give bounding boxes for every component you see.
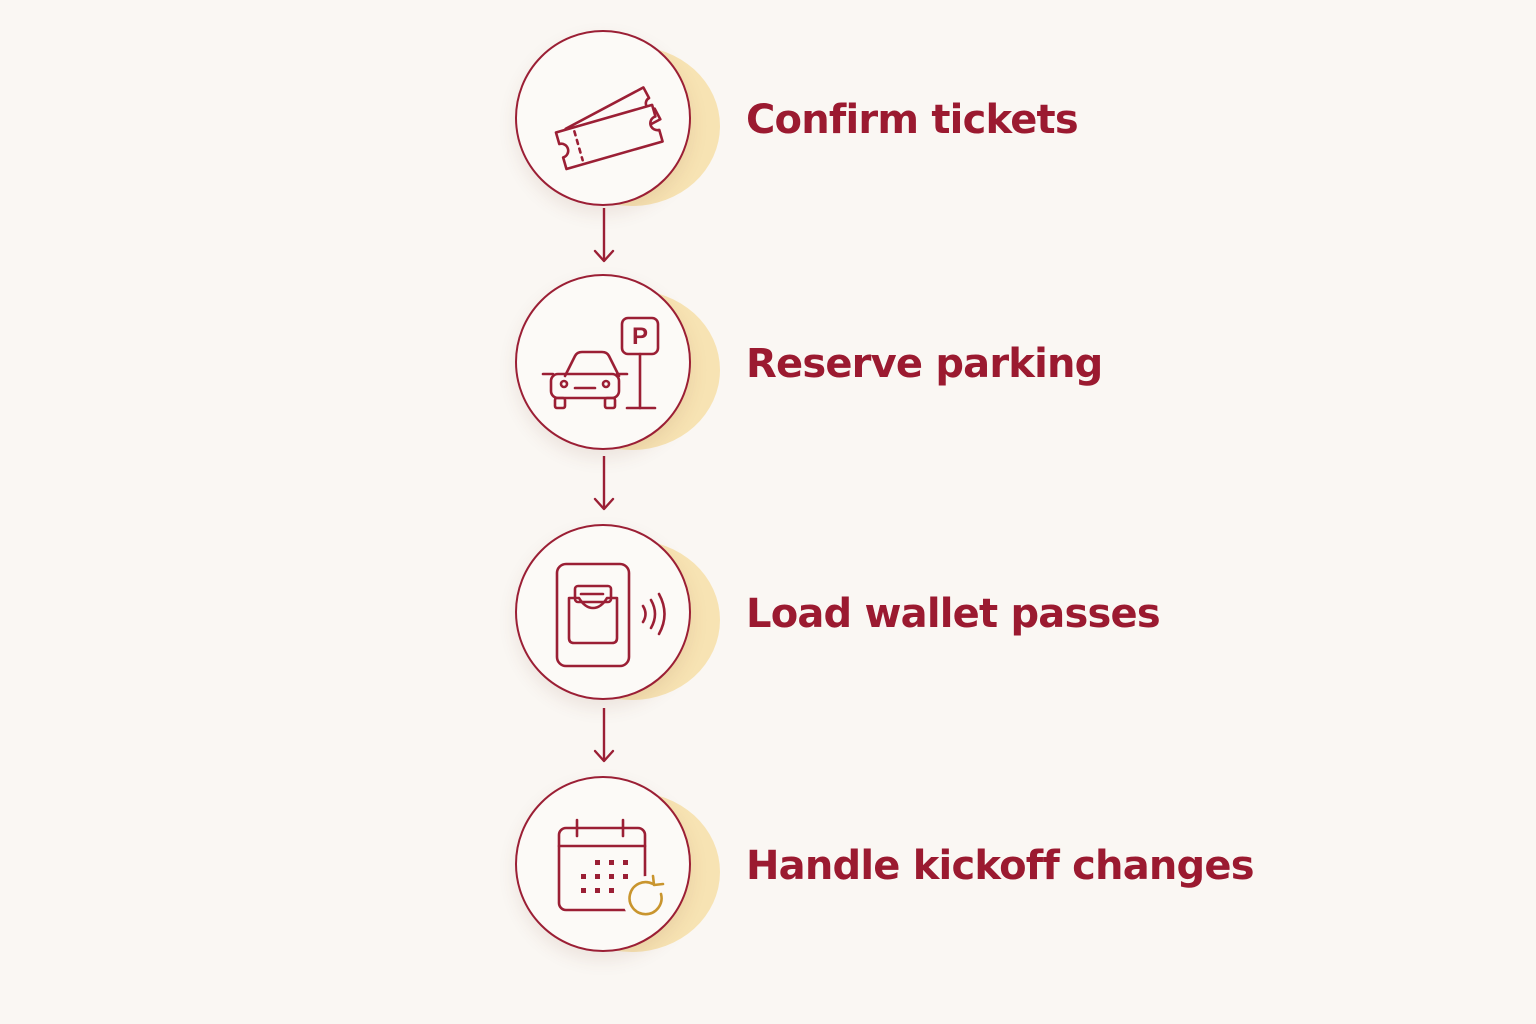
arrow-down-icon: [589, 456, 619, 514]
step-handle-kickoff-changes: Handle kickoff changes: [0, 776, 1536, 966]
parking-sign-letter: P: [632, 323, 648, 350]
step-reserve-parking: P Reserve parking: [0, 274, 1536, 464]
step-label: Handle kickoff changes: [746, 843, 1255, 889]
wallet-pass-icon: [555, 562, 666, 668]
step-icon-circle: P: [515, 274, 691, 450]
step-load-wallet-passes: Load wallet passes: [0, 524, 1536, 714]
step-label: Confirm tickets: [746, 97, 1079, 143]
refresh-icon: [628, 874, 665, 916]
arrow-down-icon: [589, 708, 619, 766]
ticket-icon: [554, 86, 664, 171]
step-confirm-tickets: Confirm tickets: [0, 30, 1536, 220]
arrow-down-icon: [589, 208, 619, 266]
calendar-refresh-icon: [557, 818, 671, 924]
step-icon-circle: [515, 524, 691, 700]
calendar-day-dots: [581, 860, 628, 893]
step-label: Load wallet passes: [746, 591, 1161, 637]
step-icon-circle: [515, 776, 691, 952]
step-icon-circle: [515, 30, 691, 206]
step-label: Reserve parking: [746, 341, 1103, 387]
car-parking-icon: P: [541, 316, 660, 410]
